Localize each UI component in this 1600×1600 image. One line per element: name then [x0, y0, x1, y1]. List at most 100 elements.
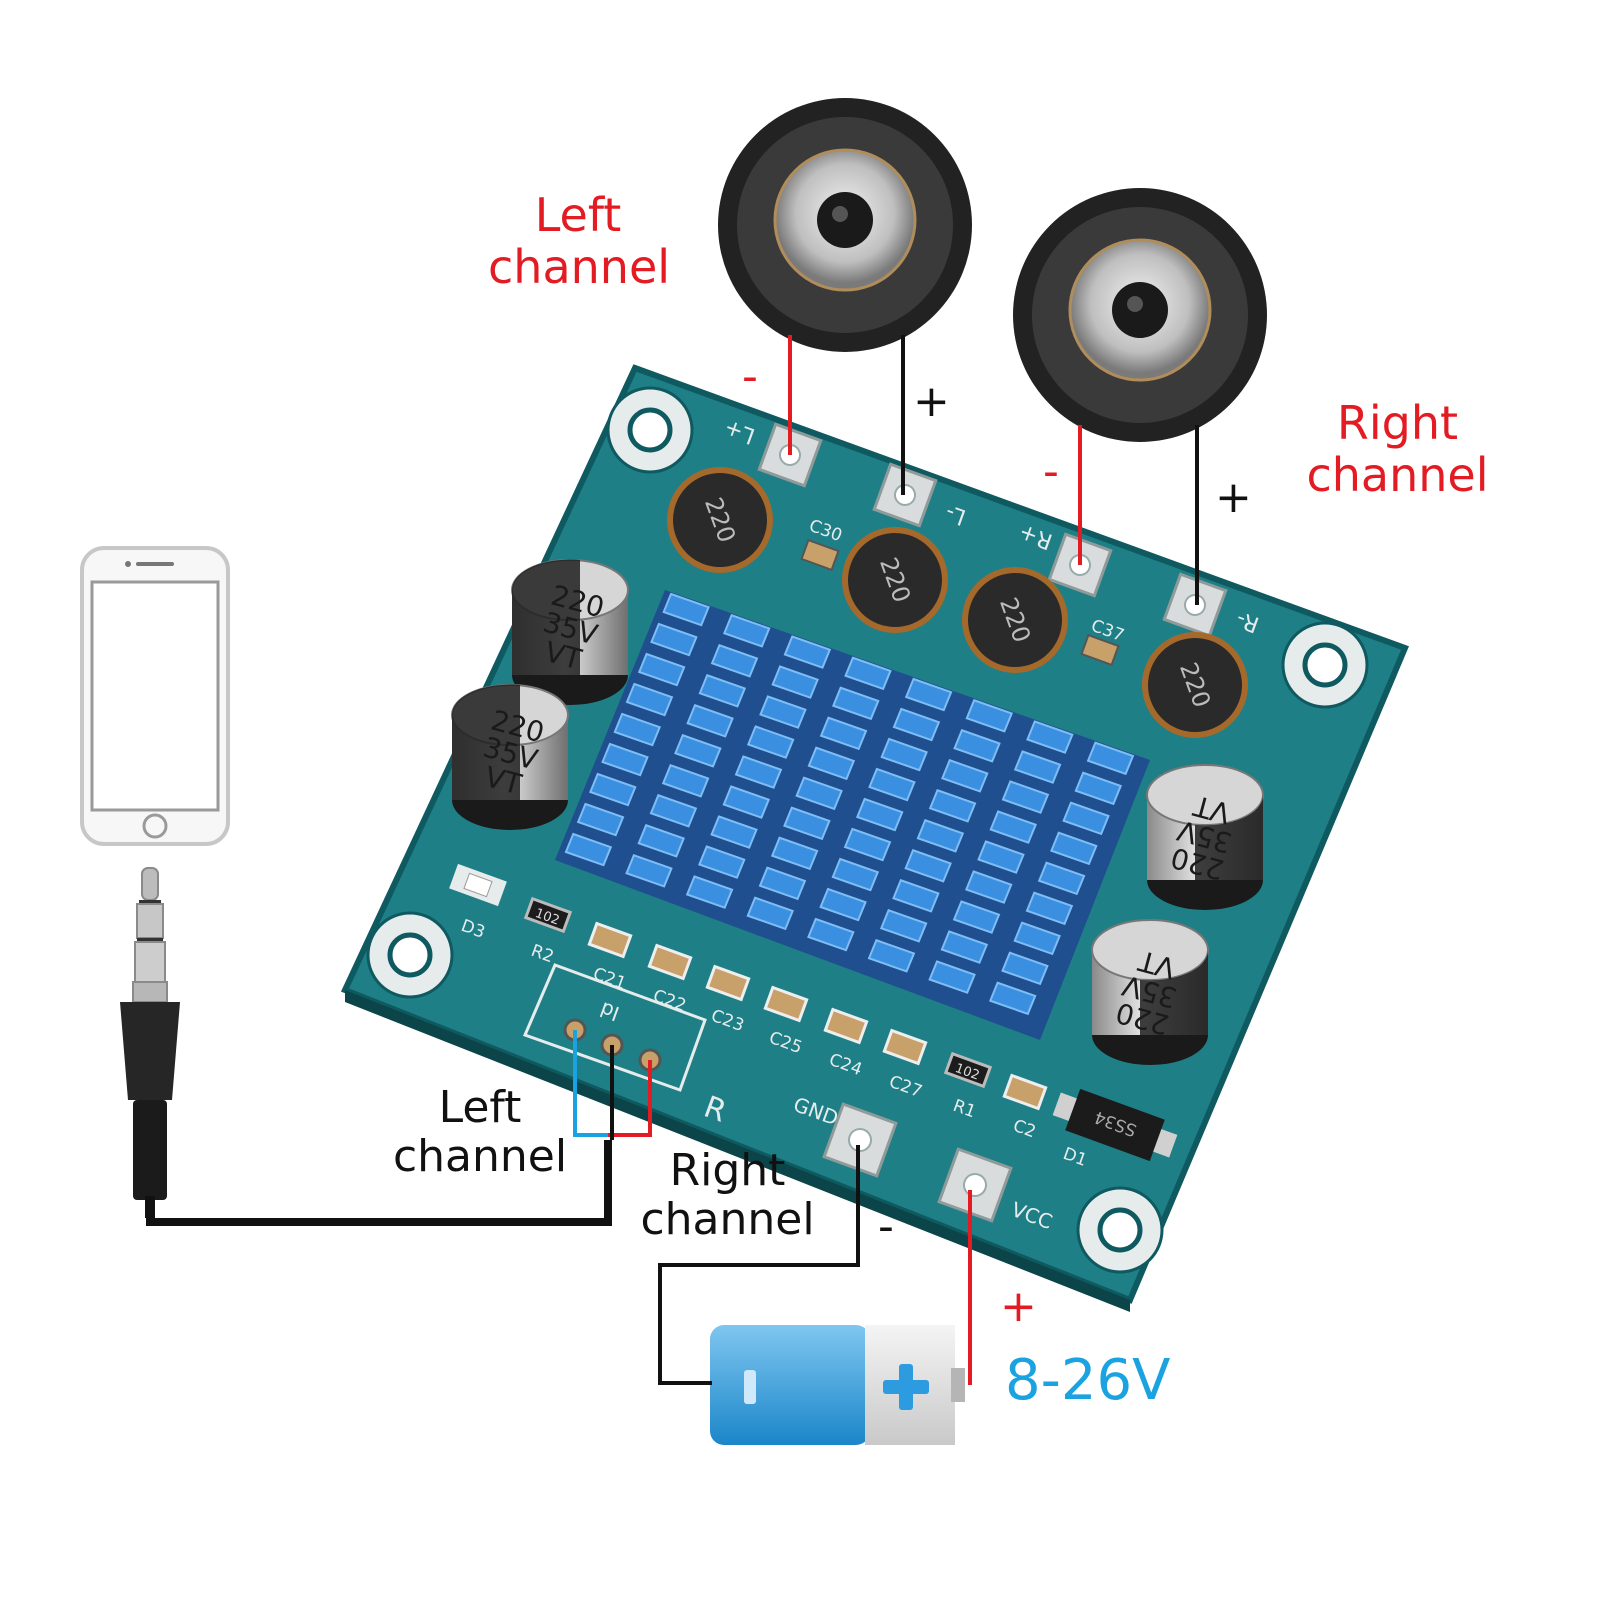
speaker-icon — [1013, 188, 1267, 442]
heatsink-fin — [807, 917, 855, 952]
heatsink-fin — [1037, 861, 1086, 896]
heatsink-fin — [964, 870, 1013, 904]
heatsink-fin — [844, 656, 892, 691]
left-speaker-minus-sign: - — [742, 351, 758, 402]
heatsink-fin — [710, 815, 758, 849]
input-wires — [146, 1030, 652, 1226]
heatsink-fin — [734, 755, 783, 789]
heatsink-fin — [685, 875, 734, 909]
heatsink-fin — [904, 677, 953, 712]
battery-icon — [710, 1325, 965, 1445]
heatsink-fin — [759, 695, 807, 729]
heatsink-fin — [831, 857, 880, 892]
capacitor-marking: 22035VVT — [532, 578, 608, 678]
heatsink-fin — [650, 622, 698, 657]
heatsink-fin — [1074, 771, 1123, 806]
heatsink-fin — [989, 810, 1037, 844]
heatsink-fin — [843, 827, 892, 862]
heatsink-fin — [916, 818, 965, 853]
mount-hole-bottom-right — [1076, 1186, 1164, 1274]
heatsink-fin — [722, 613, 771, 648]
capacitor-marking: 22035VVT — [1167, 786, 1243, 886]
audio-jack-icon — [120, 867, 180, 1218]
pcb-edge — [345, 990, 1130, 1312]
speaker-left-label: Left channel — [488, 188, 671, 294]
capacitor: 22035VVT — [511, 559, 629, 705]
battery-plus-sign: + — [1000, 1281, 1037, 1332]
capacitor: 22035VVT — [451, 684, 569, 830]
heatsink-fin — [1001, 780, 1050, 814]
heatsink-fin — [795, 776, 843, 811]
heatsink-fin — [892, 878, 940, 913]
mount-hole-bottom-left — [366, 911, 454, 999]
heatsink-fin — [855, 797, 904, 832]
heatsink-fin — [952, 900, 1001, 934]
heatsink-fin — [819, 887, 867, 922]
heatsink-fin — [722, 785, 771, 819]
heatsink-fin — [758, 866, 807, 901]
heatsink-fin — [1062, 801, 1110, 836]
heatsink-fin — [867, 938, 916, 973]
electrolytic-caps: 22035VVT 22035VVT 22035VVT — [451, 559, 1264, 1065]
power-pads: GND VCC — [790, 1092, 1055, 1234]
power-wires — [658, 1145, 972, 1385]
heatsink-fin — [746, 896, 795, 931]
speaker-left — [718, 98, 972, 352]
heatsink-fin — [1001, 951, 1049, 986]
battery — [710, 1325, 965, 1445]
heatsink-fin — [649, 793, 698, 828]
phone — [80, 546, 230, 846]
mount-hole-top-left — [606, 386, 694, 474]
heatsink-fin — [940, 930, 989, 964]
heatsink-fin — [576, 802, 625, 837]
heatsink-fin — [698, 673, 747, 708]
heatsink-fin — [879, 908, 928, 943]
led-d3 — [449, 863, 507, 907]
heatsink-fin — [1086, 741, 1135, 776]
heatsink-fin — [977, 840, 1025, 874]
capacitor: 22035VVT — [1091, 919, 1209, 1065]
heatsink-fin — [637, 652, 686, 687]
heatsink-fin — [770, 836, 819, 871]
diode-d1: SS34 — [1052, 1088, 1178, 1162]
heatsink-fin — [662, 592, 710, 627]
heatsink-fin — [928, 960, 976, 994]
battery-minus-sign: - — [878, 1201, 894, 1252]
heatsink-fin — [589, 772, 637, 807]
heatsink-fin — [674, 733, 722, 768]
heatsink-fin — [783, 806, 831, 841]
right-speaker-plus-sign: + — [1215, 472, 1252, 523]
capacitor-marking: 22035VVT — [1112, 941, 1188, 1041]
mount-hole-top-right — [1281, 621, 1369, 709]
heatsink-fin — [746, 725, 795, 759]
heatsink-fin — [783, 635, 832, 669]
speaker-icon — [718, 98, 972, 352]
audio-jack — [120, 867, 180, 1218]
heatsink-fin — [1026, 720, 1074, 754]
heatsink-fin — [868, 767, 916, 802]
heatsink-fin — [1013, 921, 1061, 956]
heatsink-fin — [953, 728, 1001, 763]
heatsink-fin — [1025, 891, 1074, 926]
heatsink-fin — [698, 845, 746, 879]
speaker-wires — [788, 335, 1199, 605]
heatsink-fin — [988, 981, 1037, 1016]
heatsink-fin — [819, 716, 868, 751]
heatsink-fin — [928, 788, 977, 823]
heatsink-fin — [771, 665, 819, 699]
input-right-label: Right channel — [640, 1145, 815, 1246]
heatsink-fin — [965, 698, 1014, 733]
right-speaker-minus-sign: - — [1043, 446, 1059, 497]
heatsink-fin — [637, 823, 685, 858]
heatsink-fin — [625, 853, 673, 888]
heatsink-fin — [564, 832, 613, 867]
voltage-label: 8-26V — [1005, 1348, 1171, 1413]
heatsink-fin — [601, 742, 649, 777]
speaker-right-label: Right channel — [1306, 396, 1489, 502]
heatsink-fin — [904, 848, 952, 883]
heatsink-fin — [1050, 831, 1098, 866]
heatsink-fin — [625, 682, 674, 717]
phone-icon — [80, 546, 230, 846]
heatsink-fin — [613, 712, 662, 747]
